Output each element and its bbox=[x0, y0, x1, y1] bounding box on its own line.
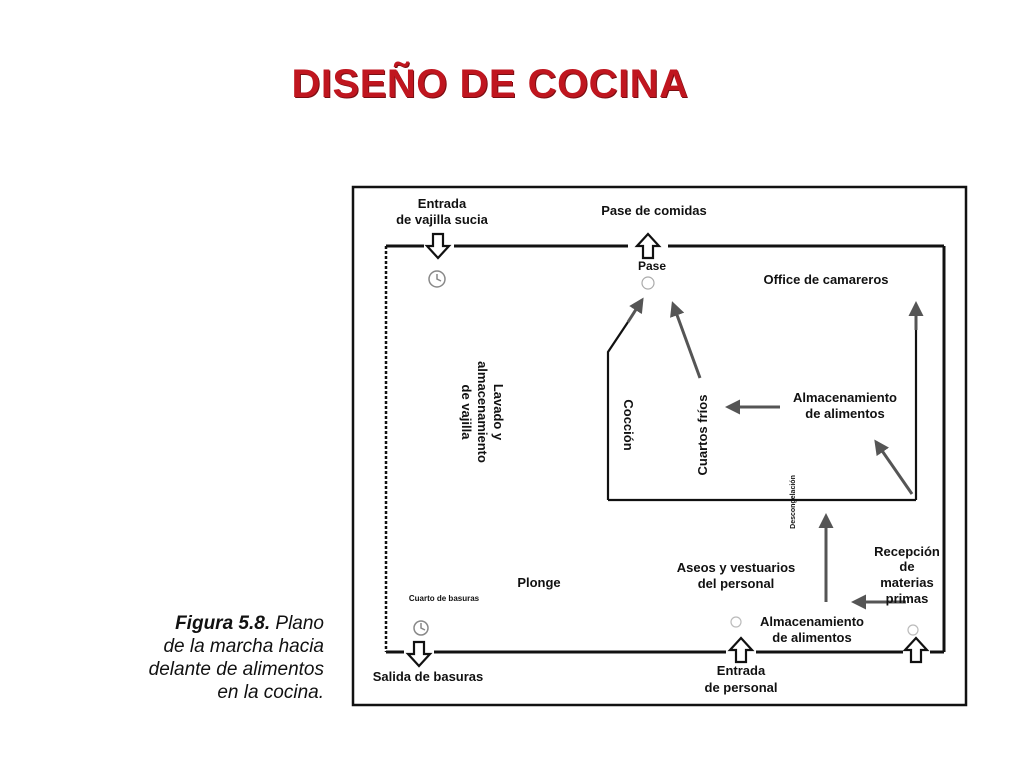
flow-arrow-recepcion-almacen bbox=[874, 439, 914, 495]
label-almacen-bottom: Almacenamiento bbox=[760, 614, 864, 629]
clock-icon bbox=[730, 616, 742, 628]
label-lavado-2: almacenamiento bbox=[475, 361, 490, 463]
slide-title: DISEÑO DE COCINA bbox=[291, 62, 689, 106]
kitchen-walls bbox=[384, 244, 946, 654]
label-lavado: Lavado y almacenamiento de vajilla bbox=[459, 361, 506, 463]
label-pase-comidas: Pase de comidas bbox=[601, 203, 707, 218]
caption-line-2: de la marcha hacia bbox=[163, 636, 324, 657]
label-lavado-3: de vajilla bbox=[459, 385, 474, 441]
label-coccion: Cocción bbox=[621, 399, 636, 450]
figure-number: Figura 5.8. bbox=[175, 613, 271, 634]
label-aseos: Aseos y vestuarios bbox=[677, 560, 796, 575]
label-salida-basuras: Salida de basuras bbox=[373, 669, 484, 684]
label-plonge: Plonge bbox=[517, 575, 560, 590]
label-office: Office de camareros bbox=[763, 272, 888, 287]
label-recepcion-2: de bbox=[899, 559, 914, 574]
label-almacen-top: Almacenamiento bbox=[793, 390, 897, 405]
flow-arrow-frios-pase bbox=[670, 301, 702, 379]
label-recepcion-4: primas bbox=[886, 591, 929, 606]
label-almacen-top-2: de alimentos bbox=[805, 406, 884, 421]
label-almacen-bottom-2: de alimentos bbox=[772, 630, 851, 645]
label-cuartos-frios: Cuartos fríos bbox=[695, 395, 710, 476]
clock-icon bbox=[907, 624, 919, 636]
caption-line-3: delante de alimentos bbox=[148, 659, 324, 680]
figure-frame bbox=[351, 185, 968, 707]
caption-line-1: Plano bbox=[275, 613, 324, 634]
flow-arrow-coccion-pase bbox=[626, 297, 644, 323]
label-lavado-1: Lavado y bbox=[491, 384, 506, 441]
flow-arrows bbox=[626, 297, 924, 610]
label-entrada-vajilla: Entrada bbox=[418, 196, 467, 211]
clock-icon bbox=[428, 270, 446, 288]
label-aseos-2: del personal bbox=[698, 576, 775, 591]
label-entrada-personal: Entrada bbox=[717, 663, 766, 678]
label-entrada-personal-2: de personal bbox=[705, 680, 778, 695]
label-cuarto-basuras: Cuarto de basuras bbox=[409, 594, 480, 603]
label-entrada-vajilla-2: de vajilla sucia bbox=[396, 212, 489, 227]
label-pase: Pase bbox=[638, 259, 666, 273]
clock-icon bbox=[641, 276, 655, 290]
figure-caption: Figura 5.8. Plano de la marcha hacia del… bbox=[84, 612, 324, 704]
caption-line-4: en la cocina. bbox=[217, 682, 324, 703]
label-recepcion-1: Recepción bbox=[874, 544, 940, 559]
label-descongelacion: Descongelación bbox=[790, 475, 797, 529]
clock-icon bbox=[413, 620, 429, 636]
label-recepcion-3: materias bbox=[880, 575, 933, 590]
